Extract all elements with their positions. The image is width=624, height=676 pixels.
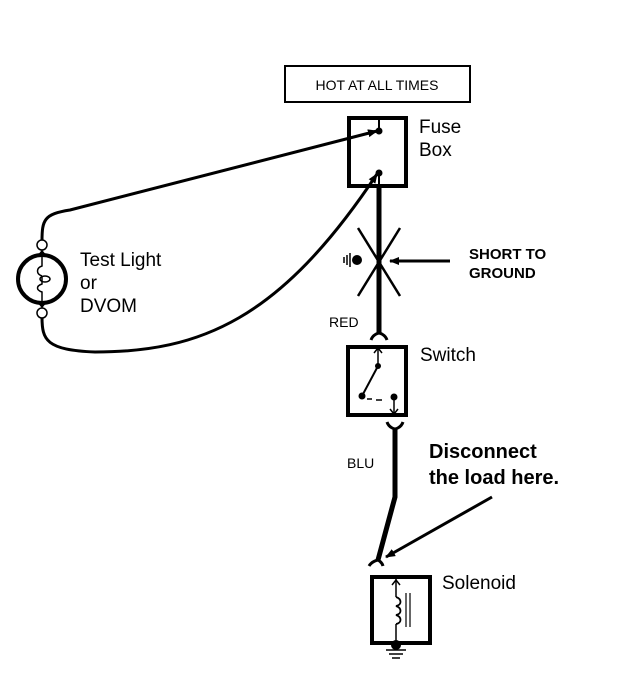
- connector-lower: [385, 421, 405, 431]
- fuse-box-label-line1: Fuse: [419, 117, 461, 138]
- solenoid-ground-icon: [386, 640, 406, 659]
- instruction-line1: Disconnect: [429, 441, 537, 463]
- solenoid: [370, 575, 432, 645]
- short-to-ground-marker: [356, 227, 402, 297]
- power-source-label-box: HOT AT ALL TIMES: [284, 65, 471, 103]
- test-lead-lower: [40, 173, 379, 354]
- short-label-line1: SHORT TO: [469, 246, 547, 263]
- solenoid-label: Solenoid: [442, 573, 516, 594]
- switch: [346, 345, 408, 417]
- test-light-label-line3: DVOM: [80, 296, 137, 317]
- switch-label: Switch: [420, 345, 476, 366]
- connector-solenoid: [367, 558, 385, 567]
- connector-upper: [369, 331, 389, 341]
- test-lead-upper: [40, 129, 378, 242]
- blue-wire: [375, 429, 398, 561]
- red-wire-label: RED: [329, 314, 359, 330]
- fuse-box-label-line2: Box: [419, 140, 452, 161]
- disconnect-pointer-arrow: [385, 495, 493, 559]
- instruction-line2: the load here.: [429, 467, 559, 489]
- ground-symbol-icon: [343, 253, 362, 267]
- test-light-label-line2: or: [80, 273, 98, 294]
- blue-wire-label: BLU: [347, 455, 374, 471]
- short-label-line2: GROUND: [469, 265, 536, 282]
- test-light-icon: [16, 239, 68, 319]
- power-source-label: HOT AT ALL TIMES: [316, 77, 439, 93]
- test-light-label-line1: Test Light: [80, 250, 162, 271]
